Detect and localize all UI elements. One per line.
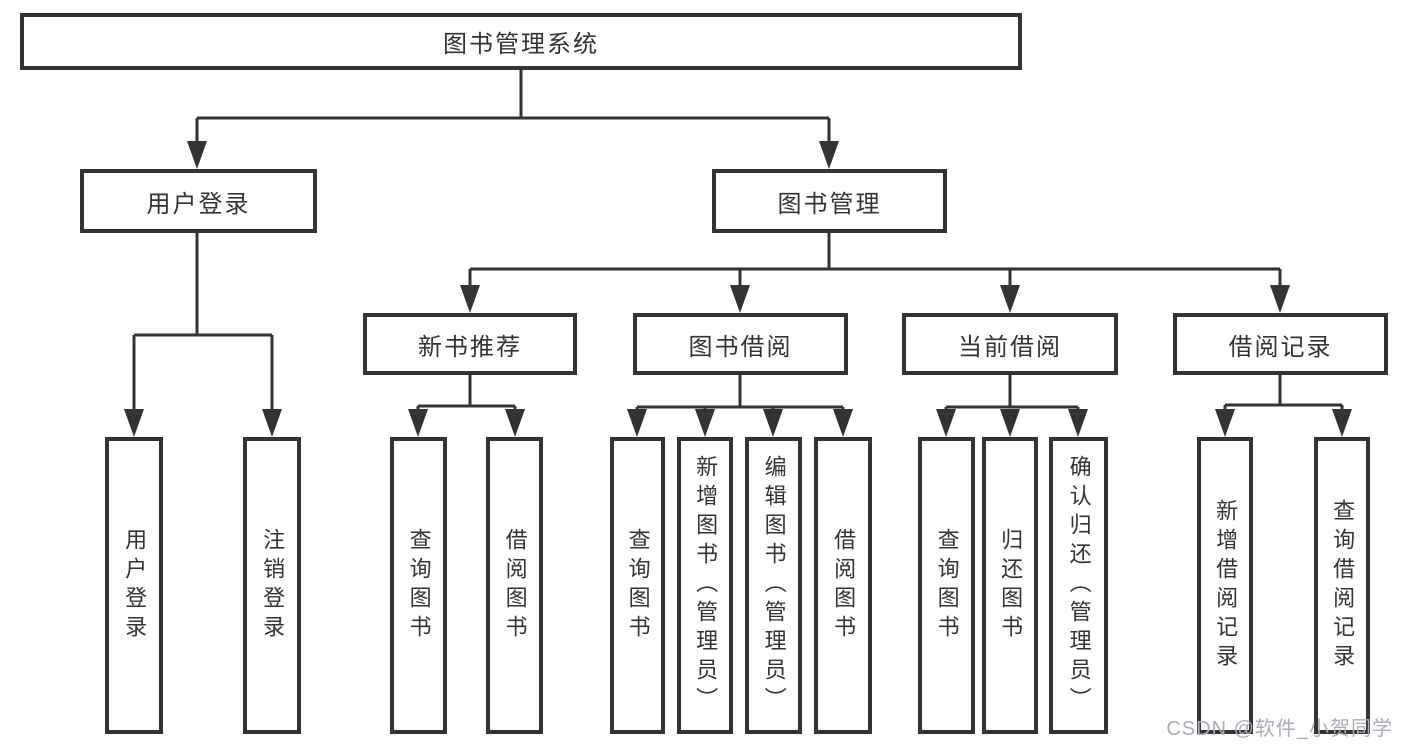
node-user-login: 用户登录 xyxy=(80,169,317,233)
node-leaf-logout: 注销登录 xyxy=(243,437,301,734)
node-leaf-confirm-return-admin: 确认归还（管理员） xyxy=(1049,437,1108,734)
node-leaf-query-books-1: 查询图书 xyxy=(390,437,447,734)
node-label: 新增借阅记录 xyxy=(1213,498,1239,673)
node-label: 用户登录 xyxy=(122,527,148,644)
node-label: 图书借阅 xyxy=(688,333,793,361)
node-leaf-return-book: 归还图书 xyxy=(982,437,1038,734)
node-leaf-query-books-2: 查询图书 xyxy=(610,437,665,734)
node-label: 注销登录 xyxy=(260,527,286,644)
watermark: CSDN @软件_小贺同学 xyxy=(1166,718,1393,740)
node-leaf-query-books-3: 查询图书 xyxy=(918,437,975,734)
node-label: 归还图书 xyxy=(998,527,1024,644)
connector-borrowing-records-branch xyxy=(1215,375,1352,437)
node-leaf-borrow-books-2: 借阅图书 xyxy=(814,437,872,734)
connector-root-to-level2 xyxy=(187,70,839,169)
connector-book-borrowing-branch xyxy=(627,375,853,437)
node-book-borrowing: 图书借阅 xyxy=(633,313,848,375)
node-label: 查询图书 xyxy=(625,527,651,644)
node-label: 确认归还（管理员） xyxy=(1066,455,1092,716)
node-label: 查询借阅记录 xyxy=(1330,498,1356,673)
node-leaf-add-book-admin: 新增图书（管理员） xyxy=(677,437,733,734)
node-new-book-recommend: 新书推荐 xyxy=(363,313,577,375)
node-book-management: 图书管理 xyxy=(712,169,947,233)
node-label: 借阅图书 xyxy=(831,527,857,644)
node-leaf-query-borrow-record: 查询借阅记录 xyxy=(1314,437,1370,734)
node-current-borrowing: 当前借阅 xyxy=(902,313,1118,375)
connector-current-borrowing-branch xyxy=(936,375,1088,437)
node-label: 编辑图书（管理员） xyxy=(761,455,787,716)
connector-book-management-branch xyxy=(460,233,1290,313)
node-label: 图书管理 xyxy=(777,190,882,218)
node-leaf-add-borrow-record: 新增借阅记录 xyxy=(1197,437,1253,734)
connector-user-login-branch xyxy=(124,233,282,437)
node-leaf-edit-book-admin: 编辑图书（管理员） xyxy=(745,437,802,734)
node-label: 新书推荐 xyxy=(418,333,522,361)
node-borrowing-records: 借阅记录 xyxy=(1173,313,1388,375)
connector-new-book-branch xyxy=(408,375,525,437)
node-label: 当前借阅 xyxy=(958,333,1062,361)
node-label: 用户登录 xyxy=(146,190,251,218)
node-root: 图书管理系统 xyxy=(20,13,1022,70)
node-label: 查询图书 xyxy=(406,527,432,644)
node-label: 借阅记录 xyxy=(1228,333,1333,361)
node-label: 新增图书（管理员） xyxy=(693,455,719,716)
node-label: 查询图书 xyxy=(934,527,960,644)
node-leaf-user-login: 用户登录 xyxy=(105,437,163,734)
node-label: 图书管理系统 xyxy=(443,31,599,58)
node-label: 借阅图书 xyxy=(502,527,528,644)
node-leaf-borrow-books-1: 借阅图书 xyxy=(486,437,543,734)
